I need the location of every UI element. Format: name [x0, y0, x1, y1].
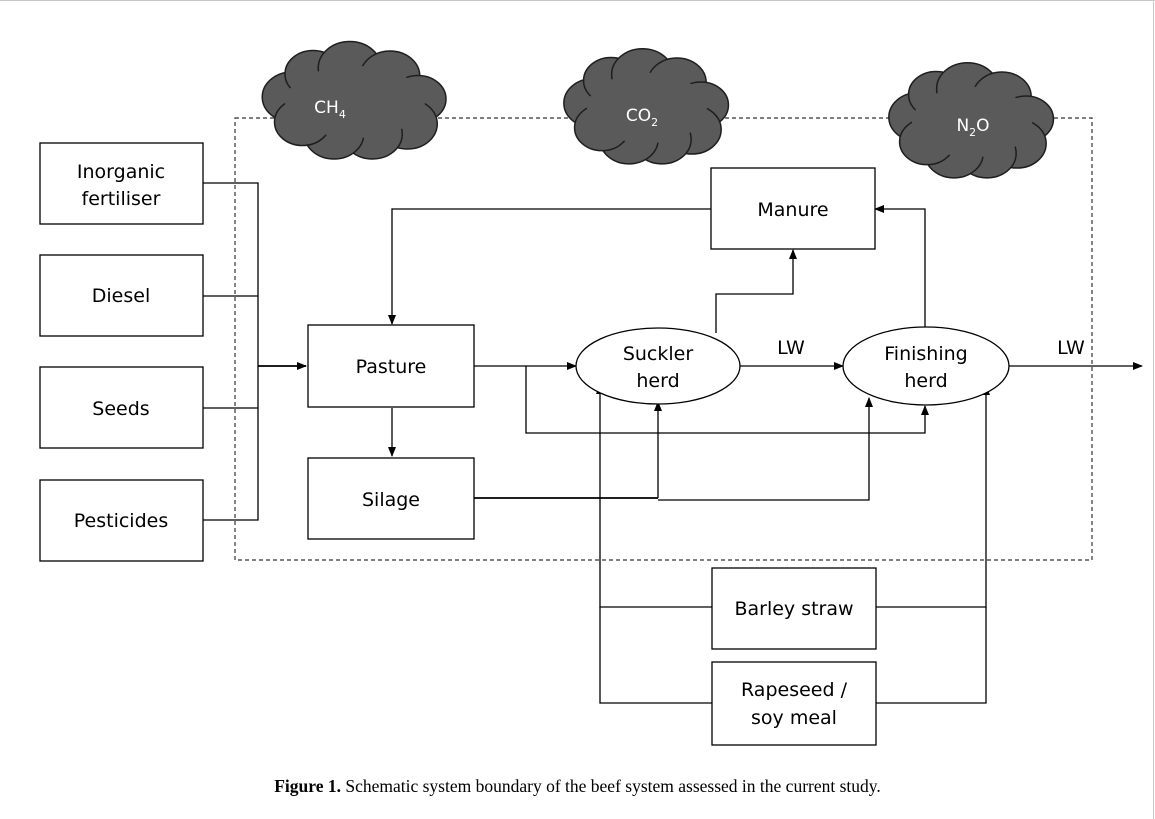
barley-straw-label: Barley straw — [734, 598, 853, 620]
suckler-herd-label-line1: Suckler — [623, 343, 694, 365]
manure-to-pasture-arrow — [388, 208, 711, 325]
barley-to-suckler-arrow — [596, 384, 712, 608]
cloud-core — [912, 86, 1032, 158]
pasture-to-finishing-arrow — [525, 366, 929, 434]
rapeseed-to-suckler-connector — [599, 607, 712, 704]
cloud-core — [285, 66, 425, 138]
figure-caption-label: Figure 1. — [274, 776, 341, 796]
rapeseed-label-line2: soy meal — [751, 707, 837, 729]
pasture-box: Pasture — [307, 324, 475, 408]
rapeseed-label-line1: Rapeseed / — [741, 679, 848, 701]
co2-cloud-label: CO2 — [626, 106, 658, 129]
manure-label: Manure — [757, 199, 828, 221]
lw-label-output: LW — [1057, 337, 1085, 359]
silage-label: Silage — [362, 489, 420, 511]
suckler-herd-ellipse: Suckler herd — [575, 327, 741, 405]
manure-box: Manure — [710, 167, 876, 250]
ch4-cloud-label: CH4 — [314, 98, 346, 121]
seeds-label: Seeds — [92, 398, 149, 420]
suckler-herd-label-line2: herd — [636, 370, 679, 392]
diesel-label: Diesel — [92, 285, 150, 307]
n2o-cloud: N2O — [888, 61, 1055, 179]
co2-cloud: CO2 — [563, 47, 730, 165]
finishing-herd-label-line2: herd — [904, 370, 947, 392]
pasture-label: Pasture — [356, 356, 427, 378]
figure-caption: Figure 1. Schematic system boundary of t… — [0, 776, 1155, 797]
pesticides-connector — [203, 366, 259, 521]
suckler-to-manure-arrow — [715, 249, 797, 333]
n2o-cloud-label: N2O — [956, 116, 989, 139]
system-boundary-diagram: CH4 CO2 N2O — [39, 40, 1143, 746]
pesticides-box: Pesticides — [39, 479, 204, 562]
finishing-herd-label-line1: Finishing — [884, 343, 967, 365]
inorganic-fertiliser-label-line1: Inorganic — [77, 161, 165, 183]
rapeseed-to-finishing-connector — [876, 607, 987, 704]
seeds-box: Seeds — [39, 366, 204, 449]
diesel-box: Diesel — [39, 254, 204, 337]
barley-to-finishing-arrow — [876, 385, 990, 608]
finishing-herd-ellipse: Finishing herd — [842, 326, 1010, 406]
figure-caption-text: Schematic system boundary of the beef sy… — [340, 776, 881, 796]
inorganic-connector — [203, 182, 259, 366]
rapeseed-soy-meal-box: Rapeseed / soy meal — [711, 661, 877, 746]
inorganic-fertiliser-box: Inorganic fertiliser — [39, 142, 204, 225]
silage-to-finishing-arrow — [658, 397, 873, 501]
page-frame-top — [0, 0, 1155, 1]
silage-box: Silage — [307, 457, 475, 540]
pesticides-label: Pesticides — [74, 510, 168, 532]
barley-straw-box: Barley straw — [711, 567, 877, 650]
page-frame-right — [1153, 0, 1154, 819]
cloud-core — [587, 72, 707, 144]
ch4-cloud: CH4 — [261, 40, 447, 160]
lw-label-suckler-to-finishing: LW — [777, 337, 805, 359]
inorganic-fertiliser-label-line2: fertiliser — [82, 188, 161, 210]
finishing-to-manure-arrow — [874, 205, 926, 327]
